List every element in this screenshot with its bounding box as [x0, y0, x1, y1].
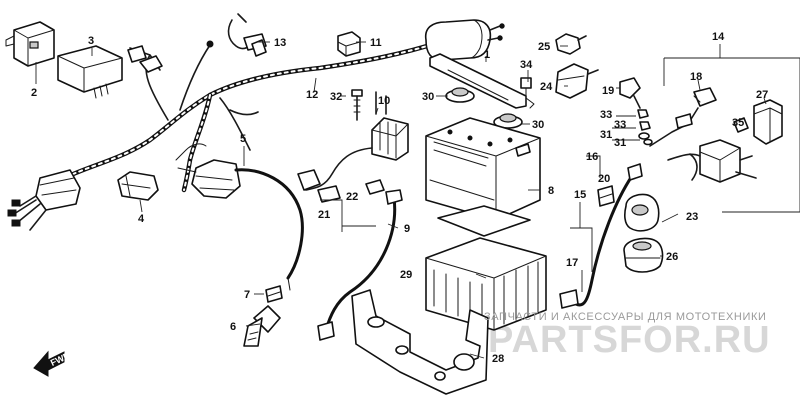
part-26-relay-cover [623, 237, 664, 273]
part-29-battery-case [425, 237, 547, 331]
leader-lines [35, 41, 767, 359]
part-10-regulator [297, 91, 409, 191]
part-9-battery-cable [317, 189, 403, 341]
label-12: 12 [306, 89, 318, 101]
part-30-bushing-right [493, 113, 523, 129]
label-30-left: 30 [422, 91, 434, 103]
label-7: 7 [244, 289, 250, 301]
label-24: 24 [540, 81, 553, 93]
label-30-right: 30 [532, 119, 544, 131]
part-21-fuse-cable [649, 107, 699, 147]
label-10: 10 [378, 95, 390, 107]
label-21: 21 [318, 209, 330, 221]
watermark-caption: ЗАПЧАСТИ И АКСЕССУАРЫ ДЛЯ МОТОТЕХНИКИ [484, 311, 766, 323]
part-3-cdi-unit [57, 45, 123, 99]
part-24-starter-relay [555, 63, 599, 99]
label-9: 9 [404, 223, 410, 235]
arrow-icon [33, 350, 65, 377]
part-13-clip [251, 39, 267, 57]
watermark-logo: PARTSFOR.RU [488, 319, 771, 361]
part-1-battery-strap [429, 53, 535, 109]
part-5-ignition-coil [175, 143, 304, 291]
label-26: 26 [666, 251, 678, 263]
part-2-relay [5, 21, 55, 67]
part-28-battery-tray [351, 289, 489, 395]
forward-direction-marker: FWD [33, 350, 72, 377]
label-32: 32 [330, 91, 342, 103]
part-32-bolt [351, 89, 363, 121]
label-33-b: 33 [614, 119, 626, 131]
label-13: 13 [274, 37, 286, 49]
label-8: 8 [548, 185, 554, 197]
label-23: 23 [686, 211, 698, 223]
label-11: 11 [370, 37, 382, 49]
part-25-cap [555, 33, 587, 55]
part-4-fuse-holder [117, 171, 159, 201]
label-1: 1 [484, 49, 490, 61]
label-33-a: 33 [600, 109, 612, 121]
label-27: 27 [756, 89, 768, 101]
label-19: 19 [602, 85, 614, 97]
starter-relay-lead [424, 19, 505, 61]
part-33-nut [637, 109, 651, 131]
label-34: 34 [520, 59, 533, 71]
part-20-fuse [597, 185, 615, 207]
label-15: 15 [574, 189, 586, 201]
part-19-wire-clamp [619, 77, 641, 109]
fwd-label: FWD [49, 350, 72, 368]
part-31-washer [638, 132, 653, 146]
label-5: 5 [240, 133, 246, 145]
battery-pad [437, 205, 531, 237]
part-7-seal [265, 285, 283, 303]
part-8-battery [425, 117, 541, 221]
label-22: 22 [346, 191, 358, 203]
part-number-labels: 3 2 4 5 6 7 8 9 10 11 12 13 14 15 16 17 … [31, 31, 768, 365]
label-31-a: 31 [600, 129, 612, 141]
part-11-relay [337, 31, 361, 57]
label-35: 35 [732, 117, 744, 129]
part-14-relay-unit [667, 139, 757, 183]
part-18-cap [693, 87, 717, 107]
part-22-connector [317, 179, 385, 203]
label-31-b: 31 [614, 137, 626, 149]
group-14-bracket [663, 44, 800, 213]
label-4: 4 [138, 213, 145, 225]
label-17: 17 [566, 257, 578, 269]
label-16: 16 [586, 151, 598, 163]
label-14: 14 [712, 31, 725, 43]
part-27-fuse-box [753, 99, 783, 145]
label-25: 25 [538, 41, 550, 53]
label-29: 29 [400, 269, 412, 281]
part-12-wire-harness [7, 13, 443, 231]
label-20: 20 [598, 173, 610, 185]
part-30-bushing-left [445, 87, 475, 103]
label-28: 28 [492, 353, 504, 365]
part-6-spark-plug-cap [243, 305, 281, 347]
label-18: 18 [690, 71, 702, 83]
label-3: 3 [88, 35, 94, 47]
part-35-fuse [733, 117, 749, 133]
part-17-starter-cable [559, 163, 643, 309]
label-6: 6 [230, 321, 236, 333]
label-2: 2 [31, 87, 37, 99]
part-23-relay-switch [624, 193, 660, 232]
